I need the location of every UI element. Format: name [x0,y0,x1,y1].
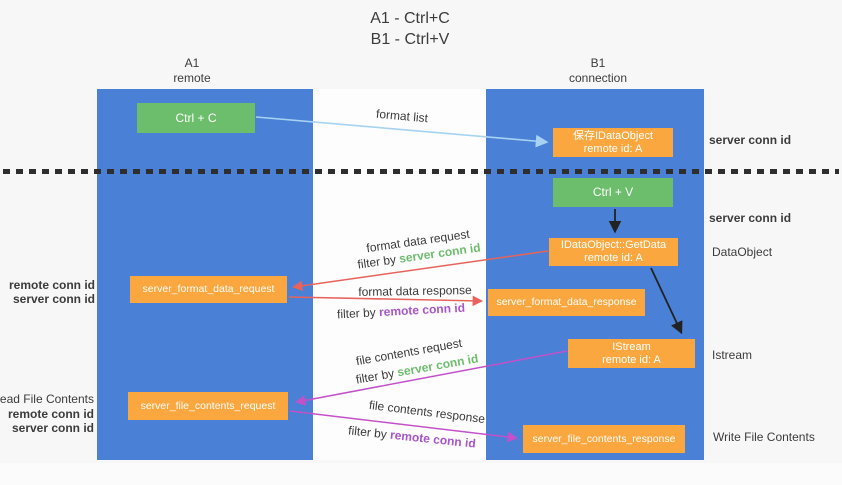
format-data-response-label: format data response [358,283,472,299]
remote-conn-id-left-2: remote conn id [7,407,94,421]
column-header-b1: B1 connection [528,56,668,86]
server-conn-id-left-1: server conn id [12,292,95,306]
ctrl-c-label: Ctrl + C [175,110,217,125]
dataobject-label: DataObject [712,245,773,259]
istream-box: IStream remote id: A [568,339,695,368]
remote-conn-id-left-1: remote conn id [8,278,95,292]
filter-by-text: filter by [336,305,377,322]
server-file-contents-response-label: server_file_contents_response [532,432,676,445]
diagram-title: A1 - Ctrl+C B1 - Ctrl+V [310,8,510,50]
istream-side-label: Istream [712,348,753,362]
read-file-contents-label: Read File Contents [0,392,94,406]
istream-line1: IStream [612,340,651,353]
getdata-line1: IDataObject::GetData [560,239,667,251]
column-a1-subtitle: remote [173,71,211,85]
bottom-strip [0,463,842,485]
write-file-contents-label: Write File Contents [713,430,815,444]
title-line-1: A1 - Ctrl+C [370,10,450,27]
save-idataobject-box: 保存IDataObject remote id: A [553,128,673,157]
server-conn-id-right-top: server conn id [709,133,792,147]
server-conn-id-right-mid: server conn id [709,211,792,225]
istream-line2: remote id: A [602,353,661,366]
column-b1-subtitle: connection [568,71,628,85]
save-idataobject-line1: 保存IDataObject [572,129,654,142]
title-line-2: B1 - Ctrl+V [370,31,450,48]
server-file-contents-request-box: server_file_contents_request [128,392,288,420]
getdata-line2: remote id: A [584,252,643,264]
server-file-contents-request-label: server_file_contents_request [140,399,276,412]
ctrl-c-box: Ctrl + C [137,103,255,133]
column-b1-name: B1 [590,56,606,70]
server-format-data-response-label: server_format_data_response [496,296,637,308]
column-header-a1: A1 remote [122,56,262,86]
save-idataobject-line2: remote id: A [583,142,643,155]
ctrl-v-label: Ctrl + V [592,185,634,199]
column-a1-name: A1 [184,56,200,70]
server-format-data-request-box: server_format_data_request [130,276,287,303]
ctrl-v-box: Ctrl + V [553,178,673,207]
server-file-contents-response-box: server_file_contents_response [523,425,685,453]
server-format-data-request-label: server_format_data_request [142,283,275,295]
idataobject-getdata-box: IDataObject::GetData remote id: A [549,238,678,266]
session-divider-dashed-line [3,169,839,174]
server-format-data-response-box: server_format_data_response [488,289,645,316]
server-conn-id-left-2: server conn id [11,421,94,435]
